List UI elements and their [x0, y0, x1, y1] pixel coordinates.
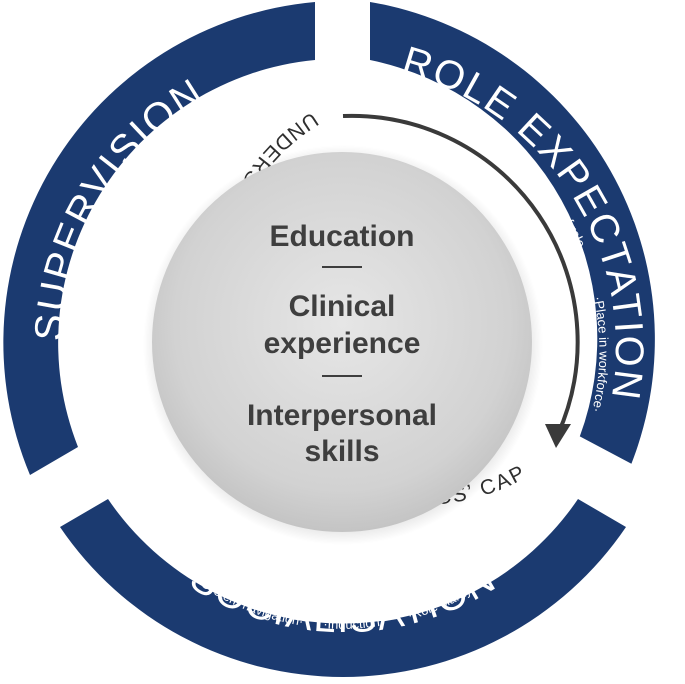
center-clinical-line2: experience [264, 327, 421, 360]
supervision-item-1: ·Core skills· [77, 284, 99, 355]
supervision-segment [3, 2, 315, 475]
center-circle [152, 152, 532, 532]
socialisation-item-2: ·Induction· [323, 613, 385, 631]
curved-arrow-icon [342, 113, 580, 439]
center-education: Education [269, 220, 414, 253]
role-expectation-segment [370, 2, 655, 464]
socialisation-segment [60, 499, 626, 677]
arrowhead-icon [545, 424, 571, 448]
center-interpersonal-line1: Interpersonal [247, 399, 437, 432]
center-clinical-line1: Clinical [289, 290, 396, 323]
center-interpersonal-line2: skills [304, 435, 379, 468]
